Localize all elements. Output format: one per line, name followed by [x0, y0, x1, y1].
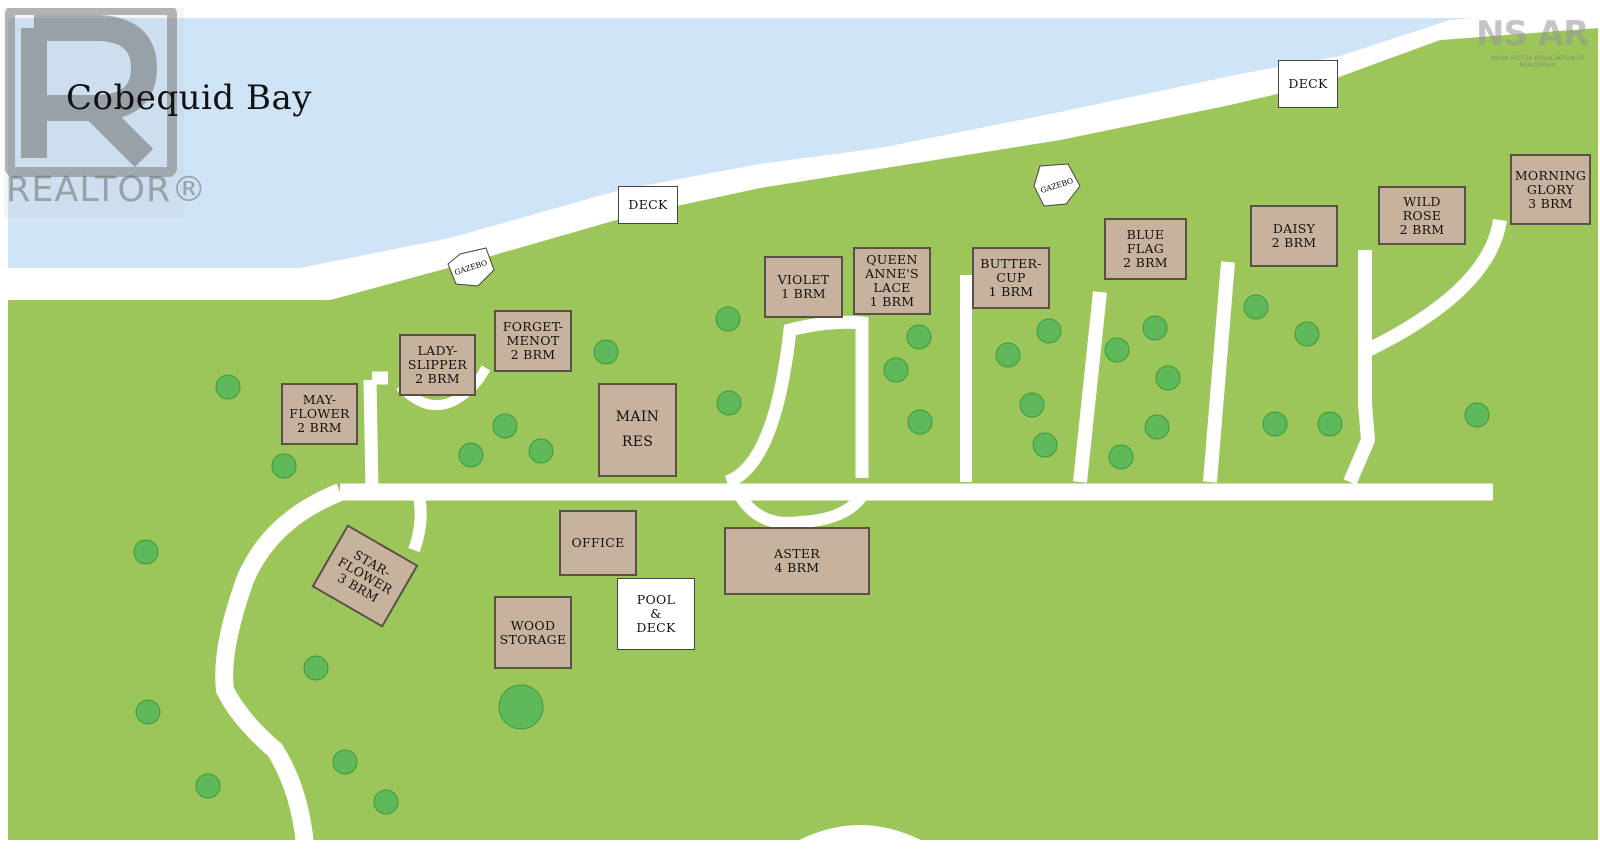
building-label-line: STORAGE	[499, 631, 567, 647]
building-label-line: CUP	[996, 270, 1026, 285]
building-label-line: LACE	[873, 280, 911, 295]
building-label-line: VIOLET	[777, 272, 830, 287]
building-label-line: GLORY	[1526, 181, 1575, 197]
building-label-line: ROSE	[1402, 207, 1442, 223]
realtor-logo-icon	[4, 8, 184, 218]
main-residence: MAIN RES	[598, 383, 677, 477]
building-label-line: DECK	[1288, 76, 1328, 91]
nsar-watermark-subtext: NOVA SCOTIA ASSOCIATION OF REALTORS®	[1491, 55, 1585, 69]
building-label-line: 1 BRM	[781, 286, 826, 301]
building-label-line: DAISY	[1272, 221, 1316, 236]
building-label-line: RES	[621, 434, 654, 450]
building-label-line: &	[650, 606, 662, 621]
realtor-watermark-text: REALTOR®	[6, 170, 208, 210]
building-label-line: 2 BRM	[1399, 221, 1445, 237]
building-label-line: 1 BRM	[869, 294, 915, 309]
building-label-line: 2 BRM	[1123, 255, 1168, 270]
building-label-line: WILD	[1403, 193, 1441, 209]
building-label-line: POOL	[636, 592, 676, 607]
building-label-line: FLAG	[1126, 241, 1165, 256]
deck-right: DECK	[1278, 60, 1338, 108]
building-label-line: ANNE'S	[865, 266, 919, 281]
building-label-line: 4 BRM	[774, 560, 820, 575]
building-label-line: 2 BRM	[1271, 235, 1317, 250]
building-label-line: MAY-	[302, 392, 337, 407]
building-label-line: 2 BRM	[510, 347, 556, 362]
building-label-line: DECK	[636, 620, 676, 635]
building-label-line: 3 BRM	[1528, 195, 1573, 211]
building-label-line: MORNING	[1514, 167, 1587, 183]
building-label-line: MAIN	[615, 409, 660, 425]
building-label-line: ASTER	[774, 546, 820, 561]
building-label-line: FORGET-	[502, 319, 564, 334]
building-label-line: 2 BRM	[297, 420, 342, 435]
trees	[133, 294, 1490, 815]
map-title: Cobequid Bay	[66, 78, 312, 118]
building-label-line: QUEEN	[866, 252, 918, 267]
building-label-line: DECK	[628, 197, 668, 212]
building-label-line: SLIPPER	[407, 357, 468, 372]
nsar-watermark-icon: NS AR	[1476, 14, 1589, 54]
gazebo-left: GAZEBO	[447, 247, 495, 287]
building-label-line: FLOWER	[289, 406, 350, 421]
building-label-line: OFFICE	[571, 535, 625, 550]
building-label-line: WOOD	[510, 617, 556, 633]
building-label-line: BLUE	[1126, 227, 1165, 242]
grass-area	[8, 28, 1598, 840]
shoreline-path	[8, 8, 1598, 300]
building-label-line: MENOT	[506, 333, 560, 348]
deck-left: DECK	[618, 186, 678, 224]
office-building: OFFICE	[559, 510, 637, 576]
building-label-line: 1 BRM	[988, 284, 1034, 299]
pool-and-deck: POOL&DECK	[617, 578, 695, 650]
building-label-line: 2 BRM	[415, 371, 460, 386]
building-label-line: LADY-	[417, 343, 458, 358]
building-label-line: BUTTER-	[980, 256, 1042, 271]
gazebo-right: GAZEBO	[1033, 163, 1081, 207]
